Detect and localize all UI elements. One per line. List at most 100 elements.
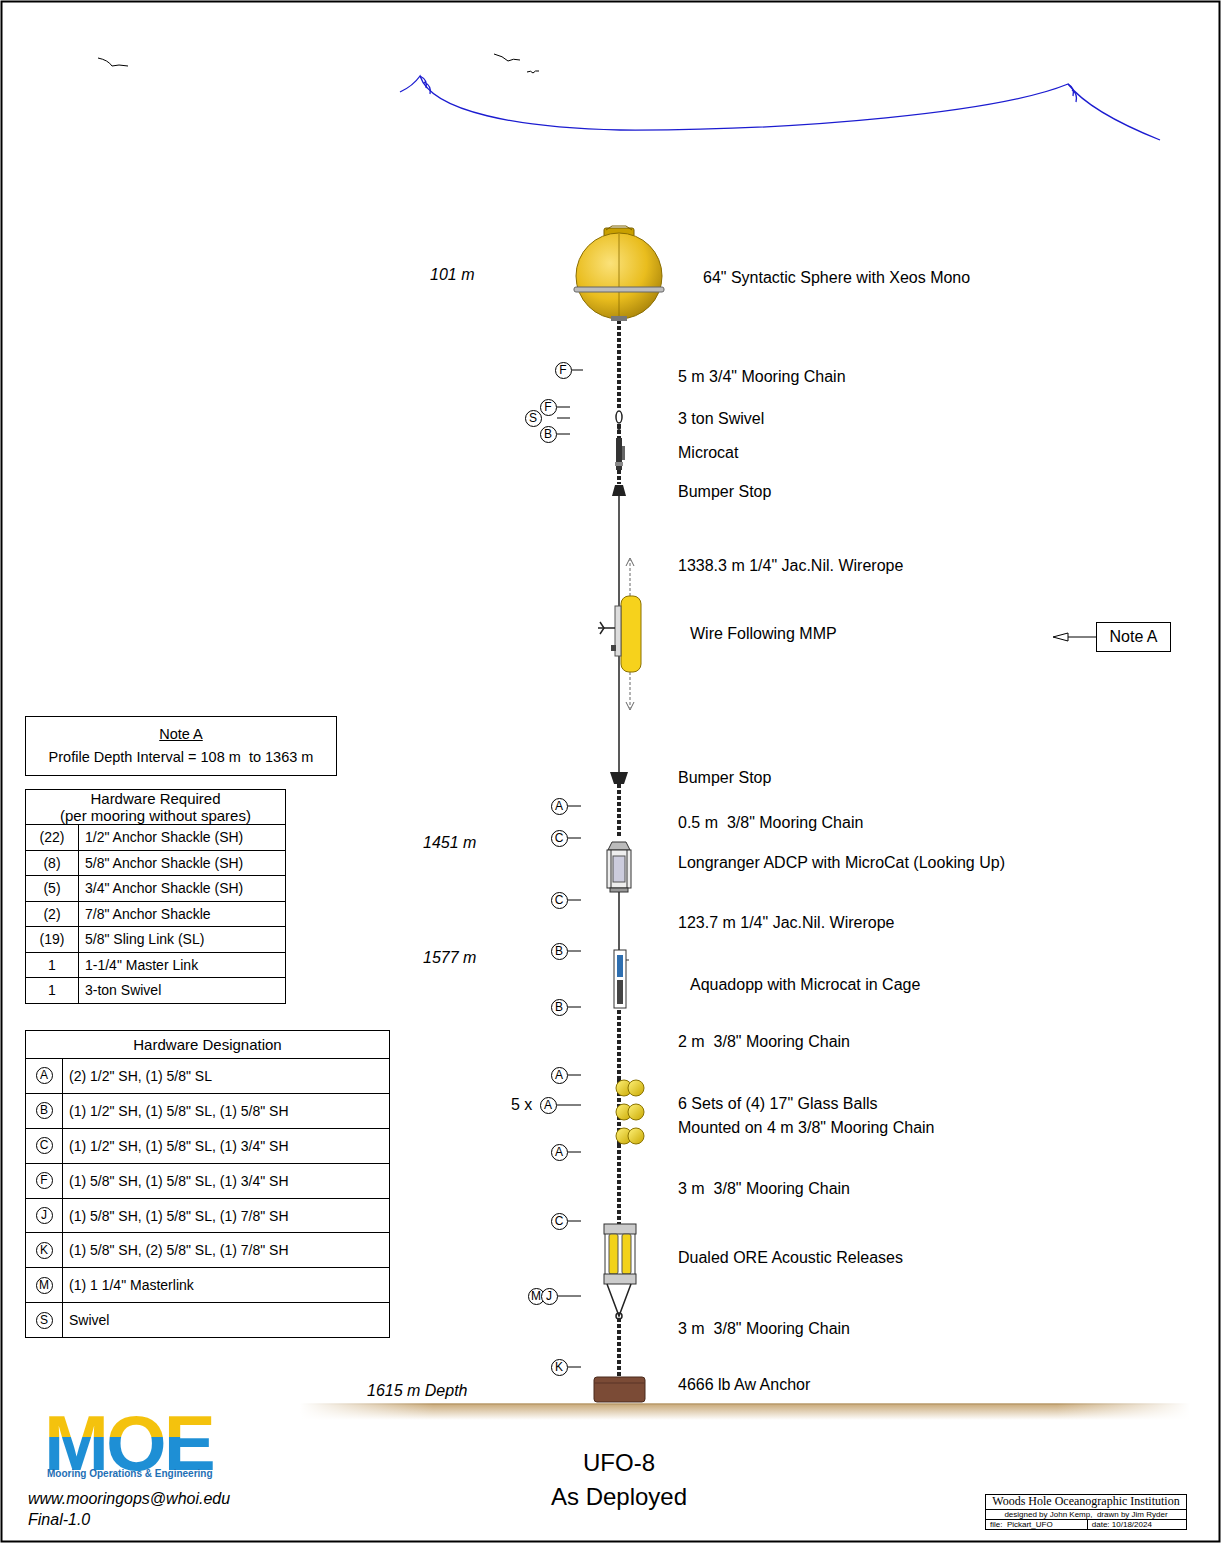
hardware-item: (2) 1/2" SH, (1) 5/8" SL xyxy=(69,1068,212,1084)
hardware-item: (1) 1/2" SH, (1) 5/8" SL, (1) 3/4" SH xyxy=(69,1138,289,1154)
part-label: 3 m 3/8" Mooring Chain xyxy=(678,1179,850,1198)
seabed xyxy=(300,1402,1190,1422)
table-cell: (22) xyxy=(26,825,79,851)
table-cell: Swivel xyxy=(63,1303,390,1338)
note-text: Note A xyxy=(1109,628,1157,645)
depth-label: 1577 m xyxy=(423,948,476,967)
anchor xyxy=(594,1377,645,1402)
table-cell: (per mooring without spares) xyxy=(26,807,286,825)
table-cell: 5/8" Sling Link (SL) xyxy=(79,927,286,953)
table-cell: C xyxy=(26,1129,63,1164)
hardware-item: 3/4" Anchor Shackle (SH) xyxy=(85,880,243,896)
part-label: Aquadopp with Microcat in Cage xyxy=(690,975,920,994)
part-label: Wire Following MMP xyxy=(690,624,837,643)
part-label: 3 ton Swivel xyxy=(678,409,764,428)
title-block-text: Woods Hole Oceanographic Institution xyxy=(992,1495,1179,1509)
logo-subtitle: Mooring Operations & Engineering xyxy=(47,1468,213,1479)
part-label: Longranger ADCP with MicroCat (Looking U… xyxy=(678,853,1005,872)
hardware-item: 3-ton Swivel xyxy=(85,982,161,998)
callout-letter: J xyxy=(36,1207,53,1224)
swivel xyxy=(616,411,622,430)
part-label: 6 Sets of (4) 17" Glass Balls xyxy=(678,1094,878,1113)
hardware-item: 5/8" Anchor Shackle (SH) xyxy=(85,855,243,871)
callout-letter: B xyxy=(551,943,568,960)
footer-note: www.mooringops@whoi.edu xyxy=(28,1490,230,1508)
table-cell: (19) xyxy=(26,927,79,953)
note-heading: Note A xyxy=(34,723,328,746)
table-cell: (1) 1 1/4" Masterlink xyxy=(63,1268,390,1303)
hardware-item: (1) 5/8" SH, (2) 5/8" SL, (1) 7/8" SH xyxy=(69,1242,289,1258)
table-cell: K xyxy=(26,1233,63,1268)
syntactic-sphere xyxy=(574,226,664,321)
part-label: 123.7 m 1/4" Jac.Nil. Wirerope xyxy=(678,913,894,932)
hardware-item: 5/8" Sling Link (SL) xyxy=(85,931,204,947)
title-block-cell: designed by John Kemp, drawn by Jim Ryde… xyxy=(986,1510,1187,1520)
bumper-stop xyxy=(610,772,628,784)
table-cell: (8) xyxy=(26,851,79,877)
callout-letter: B xyxy=(36,1102,53,1119)
table-cell: 1-1/4" Master Link xyxy=(79,953,286,979)
table-cell: 1/2" Anchor Shackle (SH) xyxy=(79,825,286,851)
depth-label: 1615 m Depth xyxy=(367,1381,468,1400)
acoustic-releases xyxy=(604,1224,636,1319)
table-cell: 1 xyxy=(26,978,79,1004)
title-block-cell: date: 10/18/2024 xyxy=(1088,1520,1187,1530)
depth-label: 101 m xyxy=(430,265,474,284)
callout-letter: K xyxy=(36,1242,53,1259)
title-block-cell: file: Pickart_UFO xyxy=(986,1520,1088,1530)
part-label: 5 m 3/4" Mooring Chain xyxy=(678,367,846,386)
bumper-stop xyxy=(612,485,626,496)
table-cell: (1) 1/2" SH, (1) 5/8" SL, (1) 5/8" SH xyxy=(63,1094,390,1129)
callout-letter: A xyxy=(551,1144,568,1161)
aquadopp-cage xyxy=(614,950,629,1008)
title-block-text: file: Pickart_UFO xyxy=(990,1520,1053,1529)
part-label: Microcat xyxy=(678,443,738,462)
designation-table: Hardware DesignationA (2) 1/2" SH, (1) 5/… xyxy=(25,1030,390,1338)
callout-letter: B xyxy=(540,426,557,443)
table-cell: 5/8" Anchor Shackle (SH) xyxy=(79,851,286,877)
callout-letter: S xyxy=(36,1312,53,1329)
part-label: 2 m 3/8" Mooring Chain xyxy=(678,1032,850,1051)
title-block-text: date: 10/18/2024 xyxy=(1092,1520,1152,1529)
part-label: 4666 lb Aw Anchor xyxy=(678,1375,810,1394)
callout-letter: A xyxy=(540,1097,557,1114)
callout-letter: F xyxy=(555,362,572,379)
callout-letter: C xyxy=(36,1137,53,1154)
callout-letter: M xyxy=(36,1277,53,1294)
table-cell: A xyxy=(26,1059,63,1094)
callout-letter: A xyxy=(551,1067,568,1084)
title-block-text: designed by John Kemp, drawn by Jim Ryde… xyxy=(1004,1510,1167,1519)
adcp xyxy=(607,842,631,892)
table-heading: Hardware Designation xyxy=(133,1036,281,1053)
table-cell: J xyxy=(26,1199,63,1234)
hardware-item: (1) 5/8" SH, (1) 5/8" SL, (1) 7/8" SH xyxy=(69,1208,289,1224)
hardware-item: 1-1/4" Master Link xyxy=(85,957,198,973)
part-label: Bumper Stop xyxy=(678,768,771,787)
hardware-table: Hardware Required(per mooring without sp… xyxy=(25,789,286,1004)
callout-letter: B xyxy=(551,999,568,1016)
table-cell: (1) 5/8" SH, (1) 5/8" SL, (1) 7/8" SH xyxy=(63,1199,390,1234)
table-cell: 3/4" Anchor Shackle (SH) xyxy=(79,876,286,902)
note-callout-box: Note A xyxy=(1096,622,1171,652)
quantity: (2) xyxy=(43,906,60,922)
table-cell: (1) 5/8" SH, (2) 5/8" SL, (1) 7/8" SH xyxy=(63,1233,390,1268)
part-label: 5 x xyxy=(511,1095,532,1114)
quantity: (5) xyxy=(43,880,60,896)
part-label: Bumper Stop xyxy=(678,482,771,501)
table-cell: Hardware Required xyxy=(26,790,286,807)
note-box: Note AProfile Depth Interval = 108 m to … xyxy=(25,716,337,776)
table-cell: (1) 5/8" SH, (1) 5/8" SL, (1) 3/4" SH xyxy=(63,1164,390,1199)
mmp-profiler xyxy=(598,558,641,710)
callout-letter: F xyxy=(540,399,557,416)
quantity: (22) xyxy=(40,829,65,845)
hardware-item: 7/8" Anchor Shackle xyxy=(85,906,211,922)
table-cell: M xyxy=(26,1268,63,1303)
part-label: Dualed ORE Acoustic Releases xyxy=(678,1248,903,1267)
diagram-title: UFO-8 xyxy=(583,1449,655,1477)
callout-letter: K xyxy=(551,1359,568,1376)
note-leader xyxy=(1053,633,1096,641)
hardware-item: (1) 5/8" SH, (1) 5/8" SL, (1) 3/4" SH xyxy=(69,1173,289,1189)
glass-balls xyxy=(616,1080,644,1144)
